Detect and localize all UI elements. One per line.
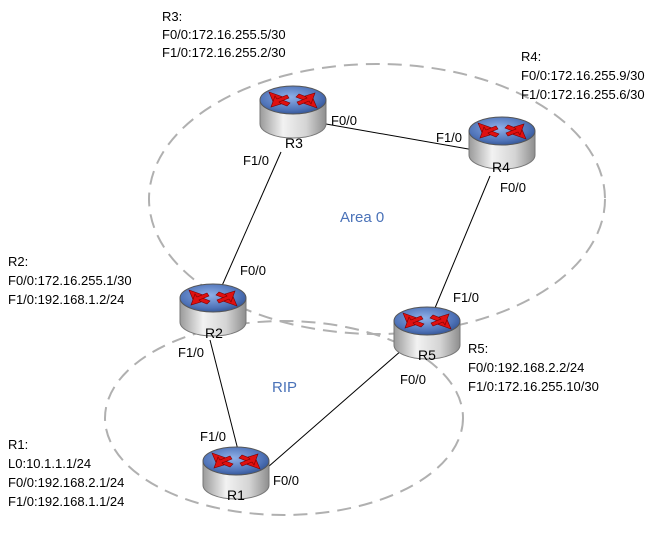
rip-boundary <box>104 320 464 516</box>
r5-config-line: F1/0:172.16.255.10/30 <box>468 379 599 394</box>
r4-f10-port-label: F1/0 <box>436 130 462 145</box>
r1-config-line: L0:10.1.1.1/24 <box>8 456 91 471</box>
r3-f10-port-label: F1/0 <box>243 153 269 168</box>
router-r3-name: R3 <box>285 135 303 151</box>
r3-config-block: R3: F0/0:172.16.255.5/30 F1/0:172.16.255… <box>162 9 286 60</box>
r2-config-line: F0/0:172.16.255.1/30 <box>8 273 132 288</box>
link-r5-r1 <box>267 349 403 468</box>
router-r1-name: R1 <box>227 487 245 503</box>
r4-config-title: R4: <box>521 49 541 64</box>
r5-f10-port-label: F1/0 <box>453 290 479 305</box>
router-r3[interactable] <box>259 85 327 139</box>
r4-config-block: R4: F0/0:172.16.255.9/30 F1/0:172.16.255… <box>521 49 645 102</box>
r2-f10-port-label: F1/0 <box>178 345 204 360</box>
r3-f00-port-label: F0/0 <box>331 113 357 128</box>
link-r4-r5 <box>434 175 491 309</box>
r2-config-line: F1/0:192.168.1.2/24 <box>8 292 124 307</box>
r4-config-line: F1/0:172.16.255.6/30 <box>521 87 645 102</box>
r4-config-line: F0/0:172.16.255.9/30 <box>521 68 645 83</box>
r3-config-line: F1/0:172.16.255.2/30 <box>162 45 286 60</box>
area0-boundary <box>148 63 606 335</box>
r2-config-block: R2: F0/0:172.16.255.1/30 F1/0:192.168.1.… <box>8 254 132 307</box>
link-r2-r1 <box>209 339 239 451</box>
link-r3-r4 <box>325 123 475 151</box>
r1-config-title: R1: <box>8 437 28 452</box>
r2-f00-port-label: F0/0 <box>240 263 266 278</box>
area0-label: Area 0 <box>340 209 384 226</box>
router-r2-name: R2 <box>205 325 223 341</box>
r5-config-line: F0/0:192.168.2.2/24 <box>468 360 584 375</box>
r1-f10-port-label: F1/0 <box>200 429 226 444</box>
r2-config-title: R2: <box>8 254 28 269</box>
r1-config-block: R1: L0:10.1.1.1/24 F0/0:192.168.2.1/24 F… <box>8 437 124 509</box>
r4-f00-port-label: F0/0 <box>500 180 526 195</box>
r1-config-line: F1/0:192.168.1.1/24 <box>8 494 124 509</box>
r5-f00-port-label: F0/0 <box>400 372 426 387</box>
r5-config-title: R5: <box>468 341 488 356</box>
r5-config-block: R5: F0/0:192.168.2.2/24 F1/0:172.16.255.… <box>468 341 599 394</box>
r1-config-line: F0/0:192.168.2.1/24 <box>8 475 124 490</box>
r3-config-line: F0/0:172.16.255.5/30 <box>162 27 286 42</box>
link-r3-r2 <box>220 151 282 289</box>
router-r4-name: R4 <box>492 159 510 175</box>
router-r5-name: R5 <box>418 347 436 363</box>
r3-config-title: R3: <box>162 9 182 24</box>
rip-label: RIP <box>272 379 297 396</box>
r1-f00-port-label: F0/0 <box>273 473 299 488</box>
